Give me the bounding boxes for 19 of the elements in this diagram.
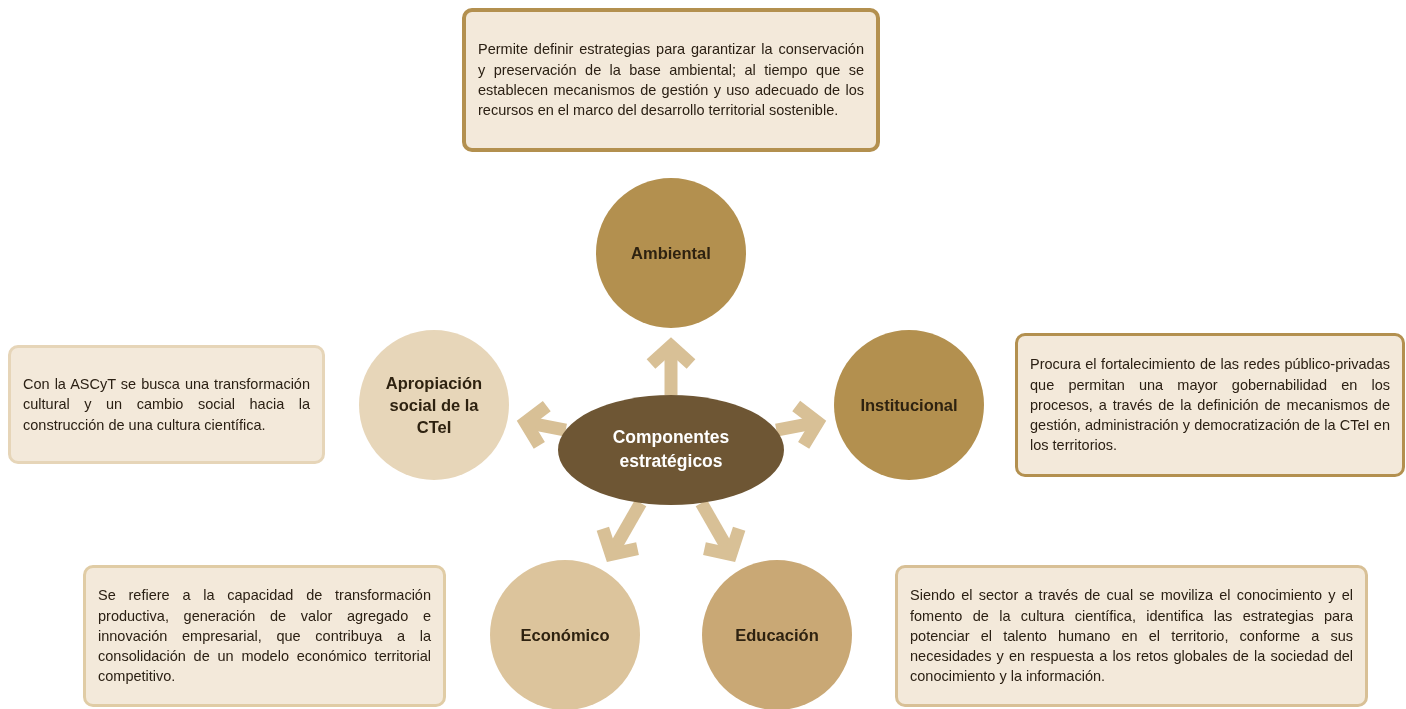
- component-label: Ambiental: [631, 242, 711, 264]
- description-box: [8, 345, 325, 464]
- description-box: [895, 565, 1368, 707]
- central-label: Componentes estratégicos: [611, 426, 731, 473]
- description-text: Procura el fortalecimiento de las redes público-privadas que permitan una mayor gobernabilidad en los procesos, a través de la definición de mecanismos de gestión, administración y democratización de la CTeI en los territorios.: [1030, 355, 1390, 456]
- description-text: Siendo el sector a través de cual se moviliza el conocimiento y el fomento de la cultura científica, identifica las estrategias para potenciar el talento humano en el territorio, conforme a sus necesidades y en respuesta a los retos globales de la sociedad del conocimiento y la información.: [910, 586, 1353, 687]
- description-text: Permite definir estrategias para garantizar la conservación y preservación de la base ambiental; al tiempo que se establecen mecanismos de gestión y uso adecuado de los recursos en el marco del desarrollo territorial sostenible.: [478, 40, 864, 121]
- arrow: [695, 499, 746, 561]
- description-box: [462, 8, 880, 152]
- arrow: [644, 339, 698, 395]
- component-label: Educación: [735, 624, 819, 646]
- description-box: [1015, 333, 1405, 477]
- description-box: [83, 565, 446, 707]
- description-text: Con la ASCyT se busca una transformación cultural y un cambio social hacia la construcción de una cultura científica.: [23, 375, 310, 435]
- component-label: Económico: [520, 624, 610, 646]
- component-label: Institucional: [860, 394, 958, 416]
- description-text: Se refiere a la capacidad de transformación productiva, generación de valor agregado e innovación empresarial, que contribuya a la consolidación de un modelo económico territorial competitivo.: [98, 586, 431, 687]
- arrow: [596, 499, 647, 561]
- component-label: Apropiación social de la CTeI: [384, 372, 484, 439]
